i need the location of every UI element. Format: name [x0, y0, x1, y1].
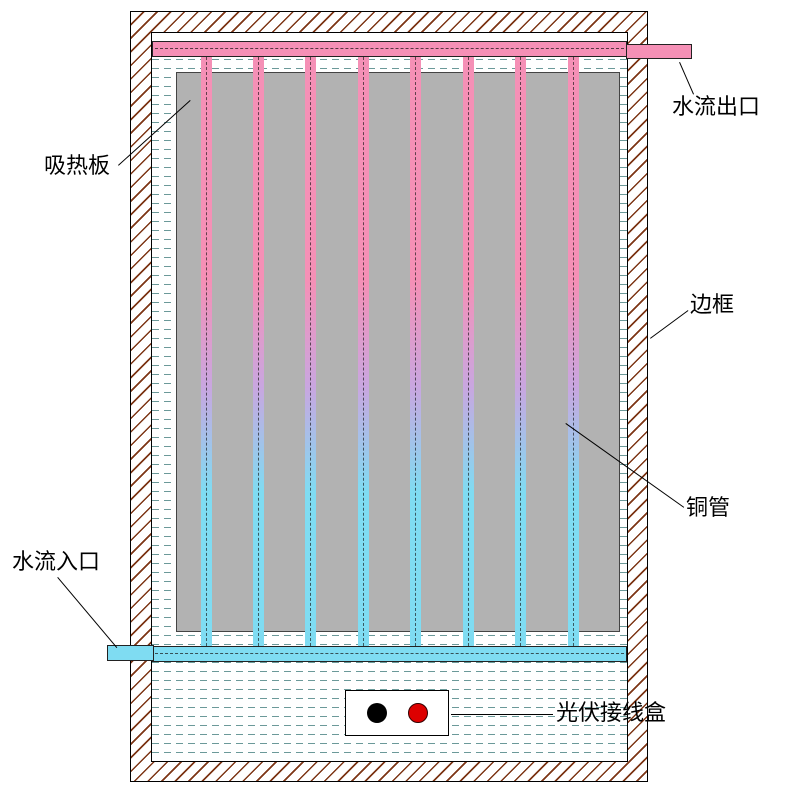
label-copper-tube: 铜管 — [686, 496, 731, 521]
label-junction-box: 光伏接线盒 — [556, 701, 667, 726]
pv-junction-box — [345, 690, 449, 736]
leader-line-water-outlet — [679, 62, 695, 95]
copper-tube — [462, 57, 474, 646]
top-manifold-pipe — [152, 41, 627, 57]
label-water-outlet: 水流出口 — [672, 95, 761, 120]
black-terminal-dot — [367, 703, 387, 723]
label-absorber-plate: 吸热板 — [44, 154, 111, 179]
absorber-plate — [176, 72, 620, 632]
label-water-inlet: 水流入口 — [12, 550, 101, 575]
water-inlet-stub — [107, 645, 154, 661]
copper-tube — [410, 57, 422, 646]
copper-tube — [567, 57, 579, 646]
leader-line-junction-box — [451, 714, 553, 715]
leader-line-frame — [650, 310, 689, 339]
water-outlet-stub — [626, 44, 692, 59]
copper-tube — [515, 57, 527, 646]
copper-tube — [252, 57, 264, 646]
copper-tube — [357, 57, 369, 646]
copper-tube — [305, 57, 317, 646]
copper-tube — [200, 57, 212, 646]
leader-line-water-inlet — [57, 577, 118, 649]
red-terminal-dot — [408, 703, 428, 723]
bottom-manifold-pipe — [152, 646, 627, 662]
label-frame: 边框 — [690, 293, 735, 318]
